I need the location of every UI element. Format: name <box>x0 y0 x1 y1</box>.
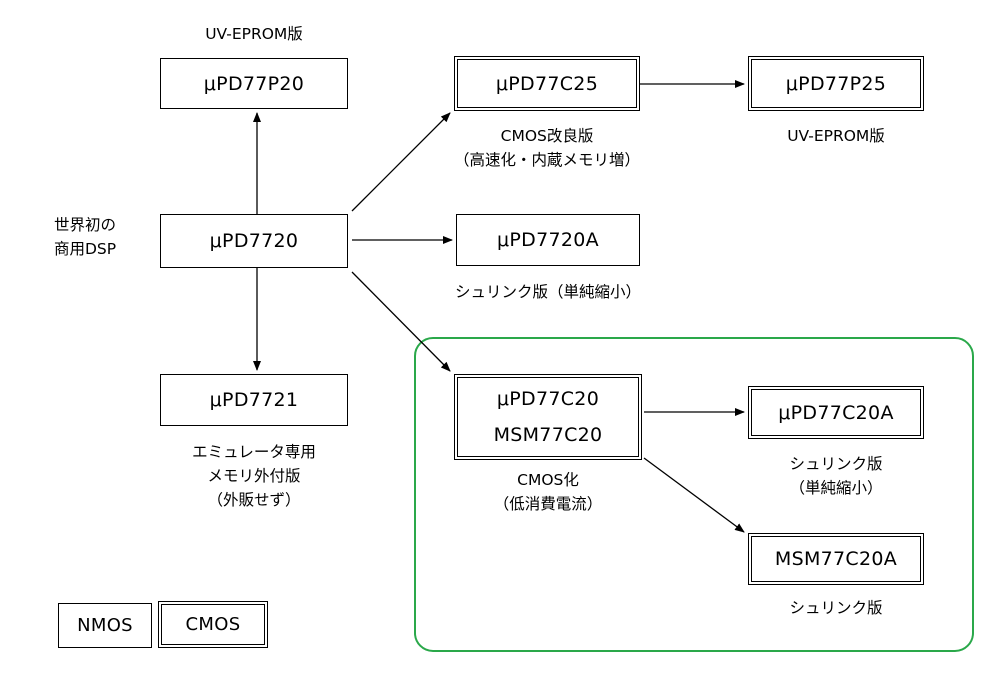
upd77c20-caption-line-1: CMOS化 <box>517 471 579 489</box>
upd77c20-caption-line-2: （低消費電流） <box>493 495 603 513</box>
msm77c20a-caption: シュリンク版 <box>748 596 924 620</box>
chip-upd77p20-label: μPD77P20 <box>203 72 305 95</box>
chip-upd77p25-label: μPD77P25 <box>785 72 887 95</box>
upd77c25-caption-line-1: CMOS改良版 <box>500 127 594 145</box>
chip-upd77c25: μPD77C25 <box>454 56 640 111</box>
chip-upd7720a: μPD7720A <box>456 214 640 266</box>
chip-upd77c20-msm77c20: μPD77C20 MSM77C20 <box>454 374 642 460</box>
arrow-77c20-to-msm77c20a <box>643 457 745 533</box>
chip-msm77c20a: MSM77C20A <box>748 533 924 585</box>
upd7721-caption: エミュレータ専用 メモリ外付版 （外販せず） <box>134 440 374 512</box>
chip-msm77c20a-label: MSM77C20A <box>774 548 898 570</box>
upd77c20a-caption: シュリンク版 （単純縮小） <box>748 452 924 500</box>
legend-cmos: CMOS <box>158 601 268 648</box>
chip-upd77p20: μPD77P20 <box>160 58 348 109</box>
upd77p25-caption: UV-EPROM版 <box>748 124 924 148</box>
upd7721-caption-line-3: （外販せず） <box>207 491 301 509</box>
upd7720-caption: 世界初の 商用DSP <box>54 213 154 261</box>
cmos-group-frame <box>414 337 974 652</box>
upd77c20a-caption-line-1: シュリンク版 <box>789 455 883 473</box>
chip-msm77c20-label: MSM77C20 <box>493 424 603 446</box>
upd7720a-caption: シュリンク版（単純縮小） <box>408 280 688 304</box>
upd77c20-caption: CMOS化 （低消費電流） <box>448 468 648 516</box>
upd7720-caption-line-1: 世界初の <box>54 216 117 234</box>
msm77c20a-caption-line: シュリンク版 <box>789 599 883 617</box>
chip-upd77c20-label: μPD77C20 <box>496 388 600 410</box>
upd7720-caption-line-2: 商用DSP <box>54 240 117 258</box>
legend-cmos-label: CMOS <box>185 614 241 635</box>
chip-upd7721-label: μPD7721 <box>209 389 299 411</box>
upd77c20a-caption-line-2: （単純縮小） <box>789 479 883 497</box>
upd77c25-caption: CMOS改良版 （高速化・内蔵メモリ増） <box>407 124 687 172</box>
upd77p20-caption: UV-EPROM版 <box>160 22 348 46</box>
chip-upd77p25: μPD77P25 <box>748 56 924 111</box>
chip-upd7720: μPD7720 <box>160 214 348 268</box>
upd77p25-caption-line: UV-EPROM版 <box>787 127 885 145</box>
legend-nmos: NMOS <box>58 603 152 648</box>
upd7721-caption-line-2: メモリ外付版 <box>207 467 301 485</box>
legend-nmos-label: NMOS <box>77 615 133 636</box>
arrow-7720-to-77c25 <box>351 112 451 212</box>
arrow-7720-to-77c20 <box>351 271 451 372</box>
upd7721-caption-line-1: エミュレータ専用 <box>192 443 316 461</box>
chip-upd7720-label: μPD7720 <box>209 230 299 252</box>
chip-upd77c25-label: μPD77C25 <box>495 72 599 95</box>
upd77c25-caption-line-2: （高速化・内蔵メモリ増） <box>453 151 640 169</box>
chip-upd7720a-label: μPD7720A <box>497 229 599 251</box>
upd77p20-caption-line: UV-EPROM版 <box>205 25 303 43</box>
chip-upd77c20a-label: μPD77C20A <box>778 401 894 424</box>
chip-upd77c20a: μPD77C20A <box>748 386 924 439</box>
upd7720a-caption-line: シュリンク版（単純縮小） <box>454 283 641 301</box>
chip-upd7721: μPD7721 <box>160 374 348 426</box>
